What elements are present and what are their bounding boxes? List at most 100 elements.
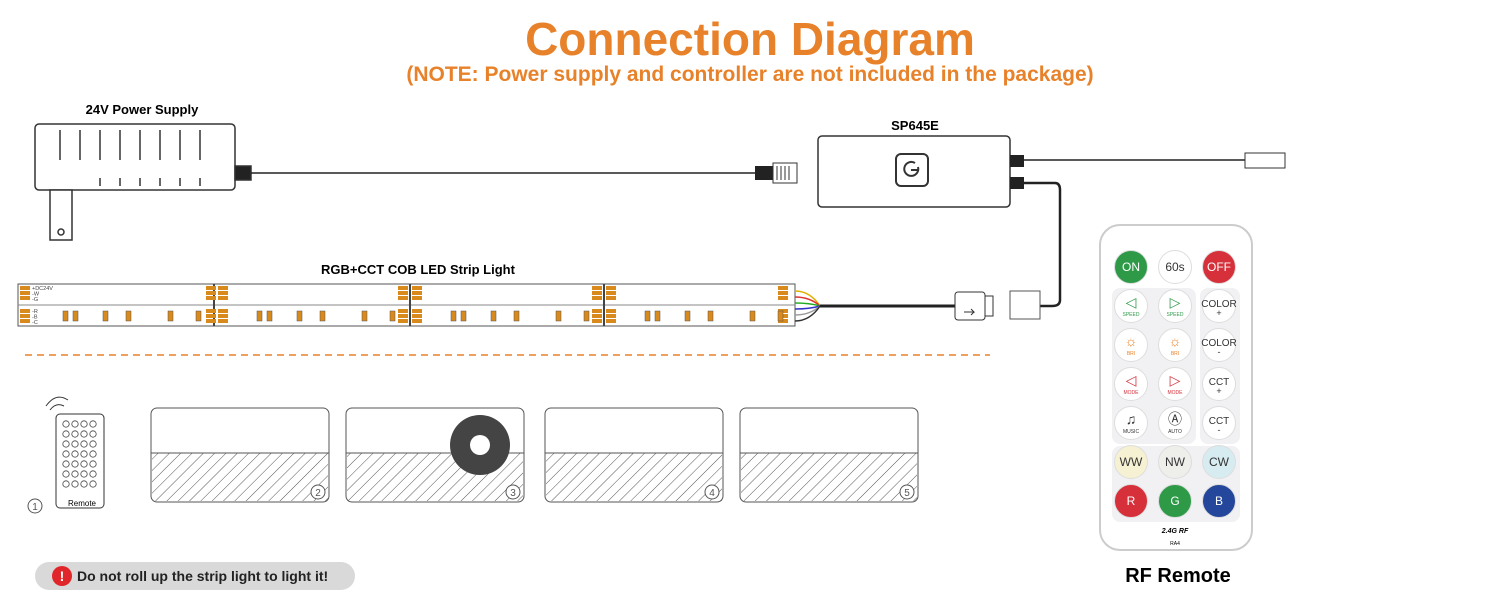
svg-text:♫: ♫ (1126, 411, 1137, 427)
solder-pad (592, 319, 602, 323)
strip-wires (794, 290, 955, 322)
solder-pad (412, 314, 422, 318)
svg-text:60s: 60s (1165, 260, 1184, 274)
solder-pad (778, 291, 788, 295)
solder-pad (20, 314, 30, 318)
led-chip (707, 310, 714, 322)
led-chip (389, 310, 396, 322)
power-icon (903, 160, 920, 177)
remote-button-cct-+[interactable]: CCT+ (1202, 367, 1236, 401)
svg-text:☼: ☼ (1169, 333, 1182, 349)
remote-button--mode[interactable]: ▷ MODE (1158, 367, 1192, 401)
solder-pad (592, 314, 602, 318)
svg-text:CCT: CCT (1209, 377, 1230, 388)
remote-button-cct--[interactable]: CCT- (1202, 406, 1236, 440)
solder-pad (218, 296, 228, 300)
solder-pad (606, 296, 616, 300)
solder-pad (20, 319, 30, 323)
remote-button-off[interactable]: OFF (1202, 250, 1236, 284)
remote-button--speed[interactable]: ◁SPEED (1114, 289, 1148, 323)
svg-text:CCT: CCT (1209, 416, 1230, 427)
solder-pad (412, 309, 422, 313)
svg-text:G: G (1170, 494, 1179, 508)
svg-text:NW: NW (1165, 455, 1186, 469)
solder-pad (592, 286, 602, 290)
solder-pad (412, 296, 422, 300)
remote-button--bri[interactable]: ☼BRI (1114, 328, 1148, 362)
svg-text:ON: ON (1122, 260, 1140, 274)
solder-pad (206, 291, 216, 295)
led-chip (644, 310, 651, 322)
solder-pad (218, 314, 228, 318)
led-chip (361, 310, 368, 322)
power-supply (34, 123, 252, 241)
exclamation-icon (52, 566, 72, 586)
pad-label-r: -R (32, 309, 38, 315)
remote-button-color--[interactable]: COLOR- (1201, 328, 1237, 362)
strip-pad-labels: +DC24V -W -G -R -B -C (32, 286, 53, 326)
svg-text:Ⓐ: Ⓐ (1168, 411, 1182, 427)
led-chip (777, 310, 784, 322)
led-chip (195, 310, 202, 322)
svg-text:RA4: RA4 (1170, 541, 1180, 547)
svg-text:WW: WW (1120, 455, 1143, 469)
svg-text:1: 1 (32, 502, 38, 513)
solder-pad (20, 286, 30, 290)
remote-button-nw[interactable]: NW (1158, 445, 1192, 479)
remote-button-color-+[interactable]: COLOR+ (1201, 289, 1237, 323)
controller-box (817, 135, 1024, 208)
solder-pad (218, 291, 228, 295)
led-chip (296, 310, 303, 322)
solder-pad (206, 319, 216, 323)
strip-connector (954, 291, 994, 321)
svg-text:MODE: MODE (1124, 390, 1140, 396)
remote-button--bri[interactable]: ☼BRI (1158, 328, 1192, 362)
svg-text:SPEED: SPEED (1123, 312, 1140, 318)
remote-button-g[interactable]: G (1158, 484, 1192, 518)
svg-text:▷: ▷ (1170, 372, 1181, 388)
svg-text:MODE: MODE (1168, 390, 1184, 396)
remote-button-60s[interactable]: 60s (1158, 250, 1192, 284)
remote-label: RF Remote (1125, 565, 1231, 587)
solder-pad (398, 319, 408, 323)
remote-button--mode[interactable]: ◁MODE (1114, 367, 1148, 401)
remote-button-ww[interactable]: WW (1114, 445, 1148, 479)
led-chip (62, 310, 69, 322)
led-chip (256, 310, 263, 322)
led-chip (450, 310, 457, 322)
pad-label-dc24v: +DC24V (32, 286, 53, 292)
svg-text:2.4G RF: 2.4G RF (1161, 528, 1189, 535)
svg-text:☼: ☼ (1125, 333, 1138, 349)
led-chip (749, 310, 756, 322)
solder-pad (398, 309, 408, 313)
pad-label-c: -C (32, 320, 38, 326)
led-chip (72, 310, 79, 322)
remote-button-cw[interactable]: CW (1202, 445, 1236, 479)
solder-pad (398, 286, 408, 290)
step-4-panel: 4 (544, 407, 724, 503)
solder-pad (20, 309, 30, 313)
led-chip (167, 310, 174, 322)
svg-text:-: - (1218, 425, 1221, 435)
step-number: 5 (904, 488, 910, 499)
led-chip (654, 310, 661, 322)
solder-pad (20, 296, 30, 300)
led-chip (513, 310, 520, 322)
led-strip (17, 283, 796, 327)
step-5-panel: 5 (739, 407, 919, 503)
pad-label-w: -W (32, 292, 40, 298)
remote-button-on[interactable]: ON (1114, 250, 1148, 284)
remote-button-r[interactable]: R (1114, 484, 1148, 518)
solder-pad (778, 286, 788, 290)
solder-pad (206, 286, 216, 290)
remote-button--music[interactable]: ♫ MUSIC (1114, 406, 1148, 440)
solder-pad (606, 314, 616, 318)
led-chip (125, 310, 132, 322)
svg-text:MUSIC: MUSIC (1123, 429, 1140, 435)
remote-button--speed[interactable]: ▷SPEED (1158, 289, 1192, 323)
remote-button-b[interactable]: B (1202, 484, 1236, 518)
